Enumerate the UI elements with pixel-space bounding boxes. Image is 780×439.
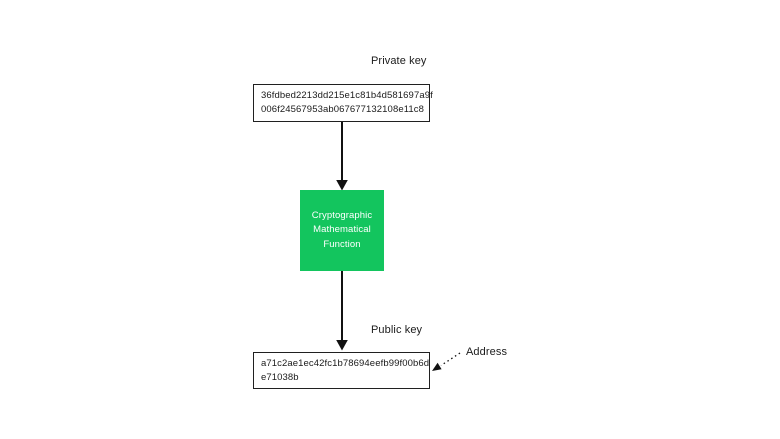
public-key-value-line1: a71c2ae1ec42fc1b78694eefb99f00b6d bbox=[261, 357, 430, 369]
address-label: Address bbox=[466, 346, 508, 358]
private-key-value-line1: 36fdbed2213dd215e1c81b4d581697a9f bbox=[261, 90, 433, 101]
function-box-line2: Mathematical bbox=[313, 224, 371, 236]
private-key-value-line2: 006f24567953ab067677132108e11c8 bbox=[261, 104, 425, 115]
public-key-value-line2: e71038b bbox=[261, 371, 299, 383]
public-key-box: a71c2ae1ec42fc1b78694eefb99f00b6d e71038… bbox=[253, 352, 430, 389]
private-key-box: 36fdbed2213dd215e1c81b4d581697a9f 006f24… bbox=[253, 84, 433, 122]
arrow-down-icon bbox=[336, 180, 348, 191]
address-pointer-dotted-line bbox=[440, 352, 461, 367]
cryptographic-function-box: Cryptographic Mathematical Function bbox=[300, 190, 384, 271]
public-key-label: Public key bbox=[371, 324, 423, 336]
private-key-label: Private key bbox=[371, 55, 427, 67]
function-box-line3: Function bbox=[323, 238, 361, 250]
arrow-left-icon bbox=[432, 362, 442, 371]
function-box-line1: Cryptographic bbox=[311, 209, 373, 221]
arrow-down-icon bbox=[336, 340, 348, 351]
